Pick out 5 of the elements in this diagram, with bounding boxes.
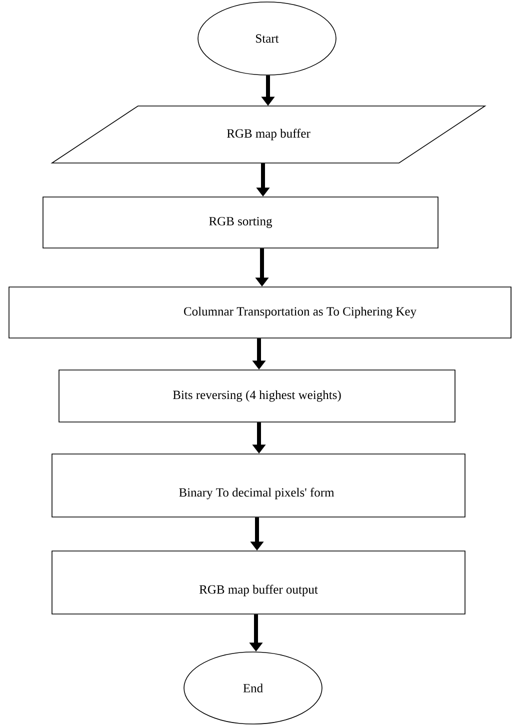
process-box: Binary To decimal pixels' form: [52, 454, 466, 518]
process-box: Bits reversing (4 highest weights): [58, 370, 456, 422]
process-box: Columnar Transportation as To Ciphering Key: [8, 286, 512, 338]
process-box: RGB sorting: [42, 196, 438, 248]
process-box: RGB map buffer output: [52, 550, 466, 614]
